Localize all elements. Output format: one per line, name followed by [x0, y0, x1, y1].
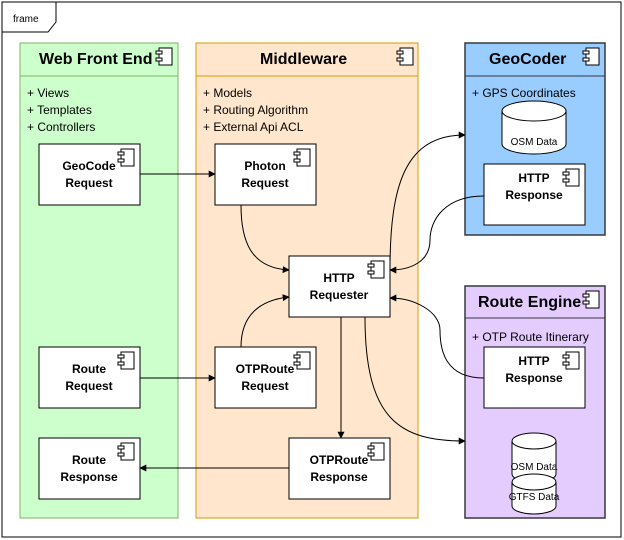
connector-requester-to-geocoder: [389, 131, 466, 271]
component-label: Route: [72, 453, 106, 467]
component-label: Route: [72, 362, 106, 376]
group-web-title: Web Front End: [39, 51, 152, 68]
group-web-attr: + Views: [27, 86, 69, 100]
connector-photon-to-requester: [240, 204, 290, 274]
group-middleware-attr: + Models: [203, 86, 252, 100]
component-route-http-response[interactable]: HTTP Response: [483, 346, 586, 409]
component-label: Request: [65, 176, 112, 190]
connector-route-response: [389, 294, 485, 379]
component-label: Requester: [310, 288, 369, 302]
component-label: Request: [241, 379, 288, 393]
component-geocoder-http-response[interactable]: HTTP Response: [483, 163, 586, 226]
frame-tab: [1, 1, 57, 33]
component-geocode-request[interactable]: GeoCode Request: [38, 143, 141, 206]
database-label: OSM Data: [511, 462, 558, 473]
component-label: OTPRoute: [236, 362, 295, 376]
database-label: GTFS Data: [509, 492, 560, 503]
frame-label: frame: [13, 14, 39, 25]
connector-geocoder-response: [389, 195, 485, 274]
group-middleware-attr: + Routing Algorithm: [203, 103, 308, 117]
database-geocoder-osm[interactable]: OSM Data: [501, 100, 567, 155]
component-otproute-request[interactable]: OTPRoute Request: [214, 346, 317, 409]
component-photon-request[interactable]: Photon Request: [214, 143, 317, 206]
component-route-response[interactable]: Route Response: [38, 437, 141, 500]
connectors: [139, 131, 485, 472]
component-label: Response: [310, 470, 368, 484]
component-label: Response: [505, 371, 563, 385]
component-label: HTTP: [323, 271, 354, 285]
component-label: OTPRoute: [310, 453, 369, 467]
group-geocoder-border: [464, 42, 606, 236]
component-label: Request: [241, 176, 288, 190]
component-label: Response: [60, 470, 118, 484]
component-label: HTTP: [518, 171, 549, 185]
group-middleware-border: [195, 42, 419, 519]
group-geocoder-attr: + GPS Coordinates: [472, 86, 576, 100]
connector-otproute-to-requester: [240, 294, 290, 348]
connector-requester-to-route-engine: [364, 316, 466, 445]
component-label: Request: [65, 379, 112, 393]
component-http-requester[interactable]: HTTP Requester: [288, 255, 391, 318]
group-route-engine-border: [464, 285, 606, 519]
group-geocoder-title: GeoCoder: [489, 51, 566, 68]
component-route-request[interactable]: Route Request: [38, 346, 141, 409]
component-otproute-response[interactable]: OTPRoute Response: [288, 437, 391, 500]
group-middleware-attr: + External Api ACL: [203, 120, 304, 134]
database-route-osm[interactable]: OSM Data: [511, 432, 558, 483]
component-label: GeoCode: [62, 159, 116, 173]
group-web-attr: + Templates: [27, 103, 92, 117]
component-label: Photon: [244, 159, 285, 173]
database-label: OSM Data: [511, 137, 558, 148]
group-route-engine-title: Route Engine: [478, 294, 581, 311]
group-web-border: [19, 42, 179, 519]
group-web-attr: + Controllers: [27, 120, 95, 134]
group-middleware-title: Middleware: [260, 51, 347, 68]
database-route-gtfs[interactable]: GTFS Data: [509, 473, 560, 515]
group-route-engine-attr: + OTP Route Itinerary: [472, 330, 589, 344]
component-label: HTTP: [518, 354, 549, 368]
component-label: Response: [505, 188, 563, 202]
